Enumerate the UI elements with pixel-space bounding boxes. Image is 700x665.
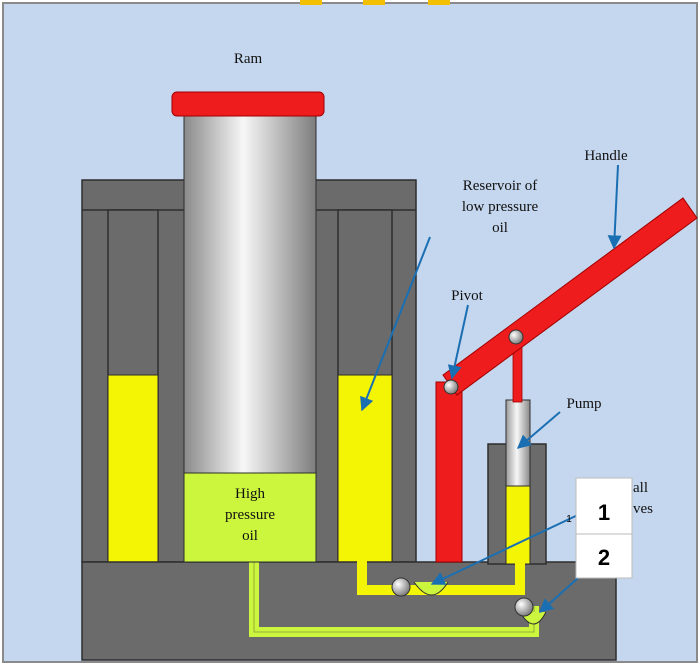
top-tab xyxy=(363,0,385,5)
reservoir-label-line-2: low pressure xyxy=(462,199,539,215)
handle-leader xyxy=(607,164,622,250)
valve-seat-1 xyxy=(413,581,449,596)
pivot-label: Pivot xyxy=(451,288,484,304)
ball-valve-2 xyxy=(514,597,534,617)
ball-valve-1 xyxy=(391,577,411,597)
top-tab xyxy=(300,0,322,5)
callout-box-2 xyxy=(575,533,633,579)
valve-1-leader xyxy=(430,512,583,585)
pump-oil xyxy=(505,485,531,565)
small-number-one: 1 xyxy=(566,514,572,525)
ram-cylinder xyxy=(183,115,317,474)
ram-cap xyxy=(171,91,325,117)
ball-valves-label-line-1: all xyxy=(633,480,648,496)
pivot-link xyxy=(435,381,463,563)
callout-box-2-number: 2 xyxy=(598,545,610,570)
pump-label: Pump xyxy=(566,396,601,412)
high-pressure-label-line-1: High xyxy=(235,486,266,502)
reservoir-label-line-3: oil xyxy=(492,220,508,236)
pivot-pin xyxy=(443,379,459,395)
handle-label: Handle xyxy=(584,148,628,164)
reservoir-leader xyxy=(360,236,431,412)
valve-2-leader xyxy=(538,577,579,613)
reservoir-label-line-1: Reservoir of xyxy=(463,178,538,194)
high-pressure-oil-chamber xyxy=(183,472,317,563)
pump-piston xyxy=(505,399,531,487)
callout-box-1-number: 1 xyxy=(598,500,610,525)
ram-label: Ram xyxy=(234,51,263,67)
pivot-leader xyxy=(447,304,469,380)
high-pressure-label-line-3: oil xyxy=(242,528,258,544)
pump-joint-pin xyxy=(508,329,524,345)
low-pressure-oil-left xyxy=(107,374,159,563)
pump-leader xyxy=(516,411,561,449)
high-pressure-label-line-2: pressure xyxy=(225,507,275,523)
top-tab xyxy=(428,0,450,5)
ball-valves-label-line-2: ves xyxy=(633,501,653,517)
